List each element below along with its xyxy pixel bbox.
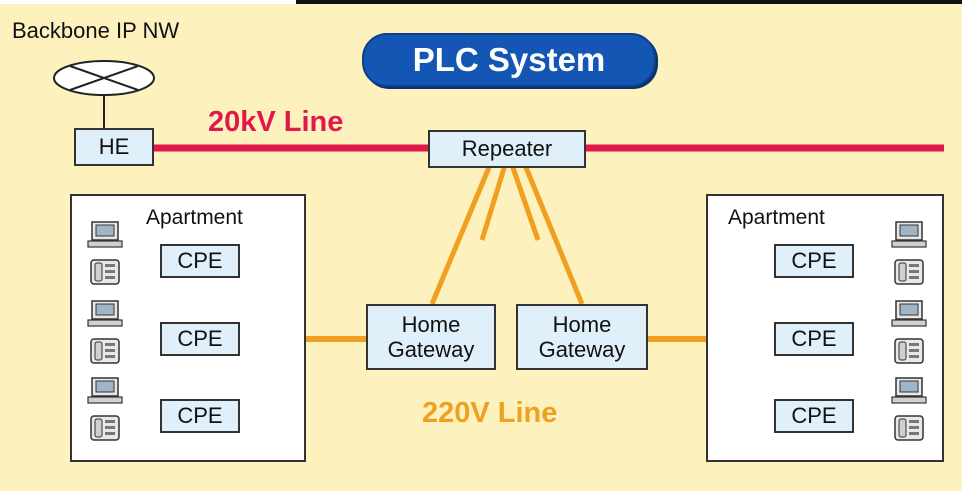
cpe-right-1: CPE [774,244,854,278]
title-pill [362,33,656,87]
telephone-icon [90,338,120,364]
repeater-links [429,164,585,305]
apartment-right-title: Apartment [728,206,825,229]
computer-icon [87,300,123,327]
telephone-icon [894,415,924,441]
top-border [296,0,962,4]
home-gateway-left: Home Gateway [366,304,496,370]
right-margin [962,0,973,491]
cpe-left-3: CPE [160,399,240,433]
cpe-left-1: CPE [160,244,240,278]
diagram-title: PLC System [412,41,606,78]
he-node: HE [74,128,154,166]
home-gateway-right: Home Gateway [516,304,648,370]
computer-icon [87,377,123,404]
backbone-label: Backbone IP NW [12,18,180,43]
computer-icon [891,377,927,404]
cpe-right-2: CPE [774,322,854,356]
computer-icon [891,300,927,327]
apartment-left-title: Apartment [146,206,243,229]
cpe-left-2: CPE [160,322,240,356]
cpe-right-3: CPE [774,399,854,433]
telephone-icon [90,415,120,441]
telephone-icon [894,338,924,364]
lv-line-label: 220V Line [422,397,558,429]
network-cloud-icon [53,60,155,128]
telephone-icon [90,259,120,285]
hv-line-label: 20kV Line [208,106,344,138]
computer-icon [87,221,123,248]
repeater-node: Repeater [428,130,586,168]
top-strip [0,0,296,4]
computer-icon [891,221,927,248]
telephone-icon [894,259,924,285]
